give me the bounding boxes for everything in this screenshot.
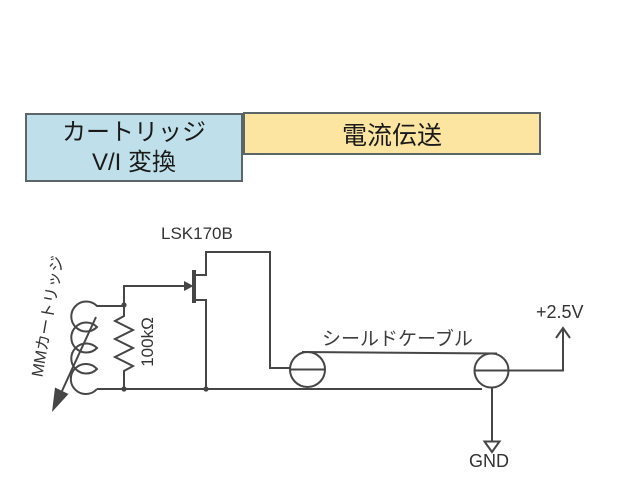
junction-dot — [121, 386, 127, 392]
cartridge-block-line2: V/I 変換 — [91, 148, 176, 176]
junction-dot — [121, 302, 127, 308]
supply-arrow-icon — [508, 326, 571, 372]
resistor-symbol — [112, 305, 136, 389]
transistor-label: LSK170B — [161, 224, 233, 243]
inductor-symbol — [69, 300, 124, 395]
resistor-label: 100kΩ — [138, 317, 157, 367]
ground-label: GND — [469, 451, 509, 471]
cable-shield-top — [301, 351, 498, 355]
transmission-block-label: 電流伝送 — [341, 121, 442, 150]
jfet-symbol — [192, 251, 290, 389]
ground-arrow-icon — [482, 387, 502, 454]
jfet-gate-wire — [123, 281, 194, 305]
cartridge-vi-block: カートリッジ V/I 変換 — [25, 113, 243, 182]
cartridge-block-line1: カートリッジ — [62, 118, 206, 146]
current-transmission-block: 電流伝送 — [243, 112, 541, 155]
cartridge-arrow-icon — [52, 316, 97, 412]
junction-dot — [203, 386, 209, 392]
cable-label: シールドケーブル — [322, 329, 473, 350]
supply-label: +2.5V — [536, 302, 584, 322]
shielded-cable-symbol — [289, 351, 510, 389]
